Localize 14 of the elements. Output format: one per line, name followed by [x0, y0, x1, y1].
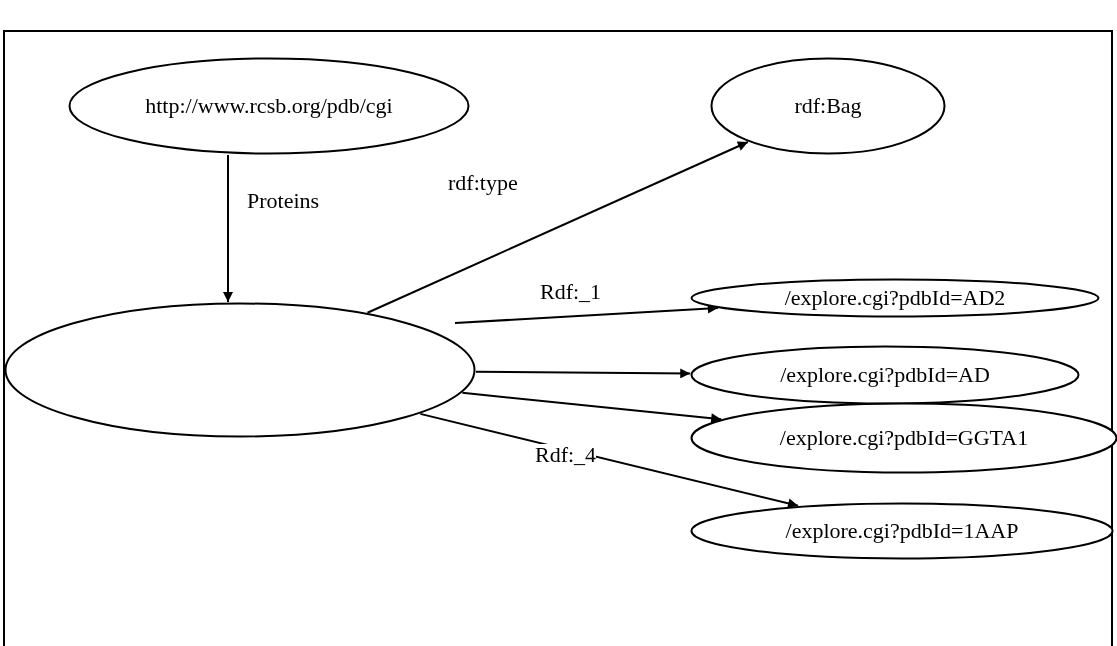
- arrow: [474, 368, 692, 379]
- edge-label: Rdf:_1: [540, 281, 602, 303]
- arrow: [461, 391, 723, 424]
- arrow: [223, 153, 233, 303]
- node-label: http://www.rcsb.org/pdb/cgi: [145, 93, 393, 119]
- node-label: /explore.cgi?pdbId=AD2: [784, 285, 1006, 311]
- edge-label: rdf:type: [448, 172, 518, 194]
- node-label: /explore.cgi?pdbId=AD: [780, 362, 990, 388]
- edge-label: Rdf:_4: [535, 444, 597, 466]
- node-label: /explore.cgi?pdbId=GGTA1: [779, 425, 1029, 451]
- node-label: rdf:Bag: [794, 93, 862, 119]
- node-label: /explore.cgi?pdbId=1AAP: [785, 518, 1019, 544]
- arrow: [366, 140, 749, 314]
- arrow: [454, 303, 719, 324]
